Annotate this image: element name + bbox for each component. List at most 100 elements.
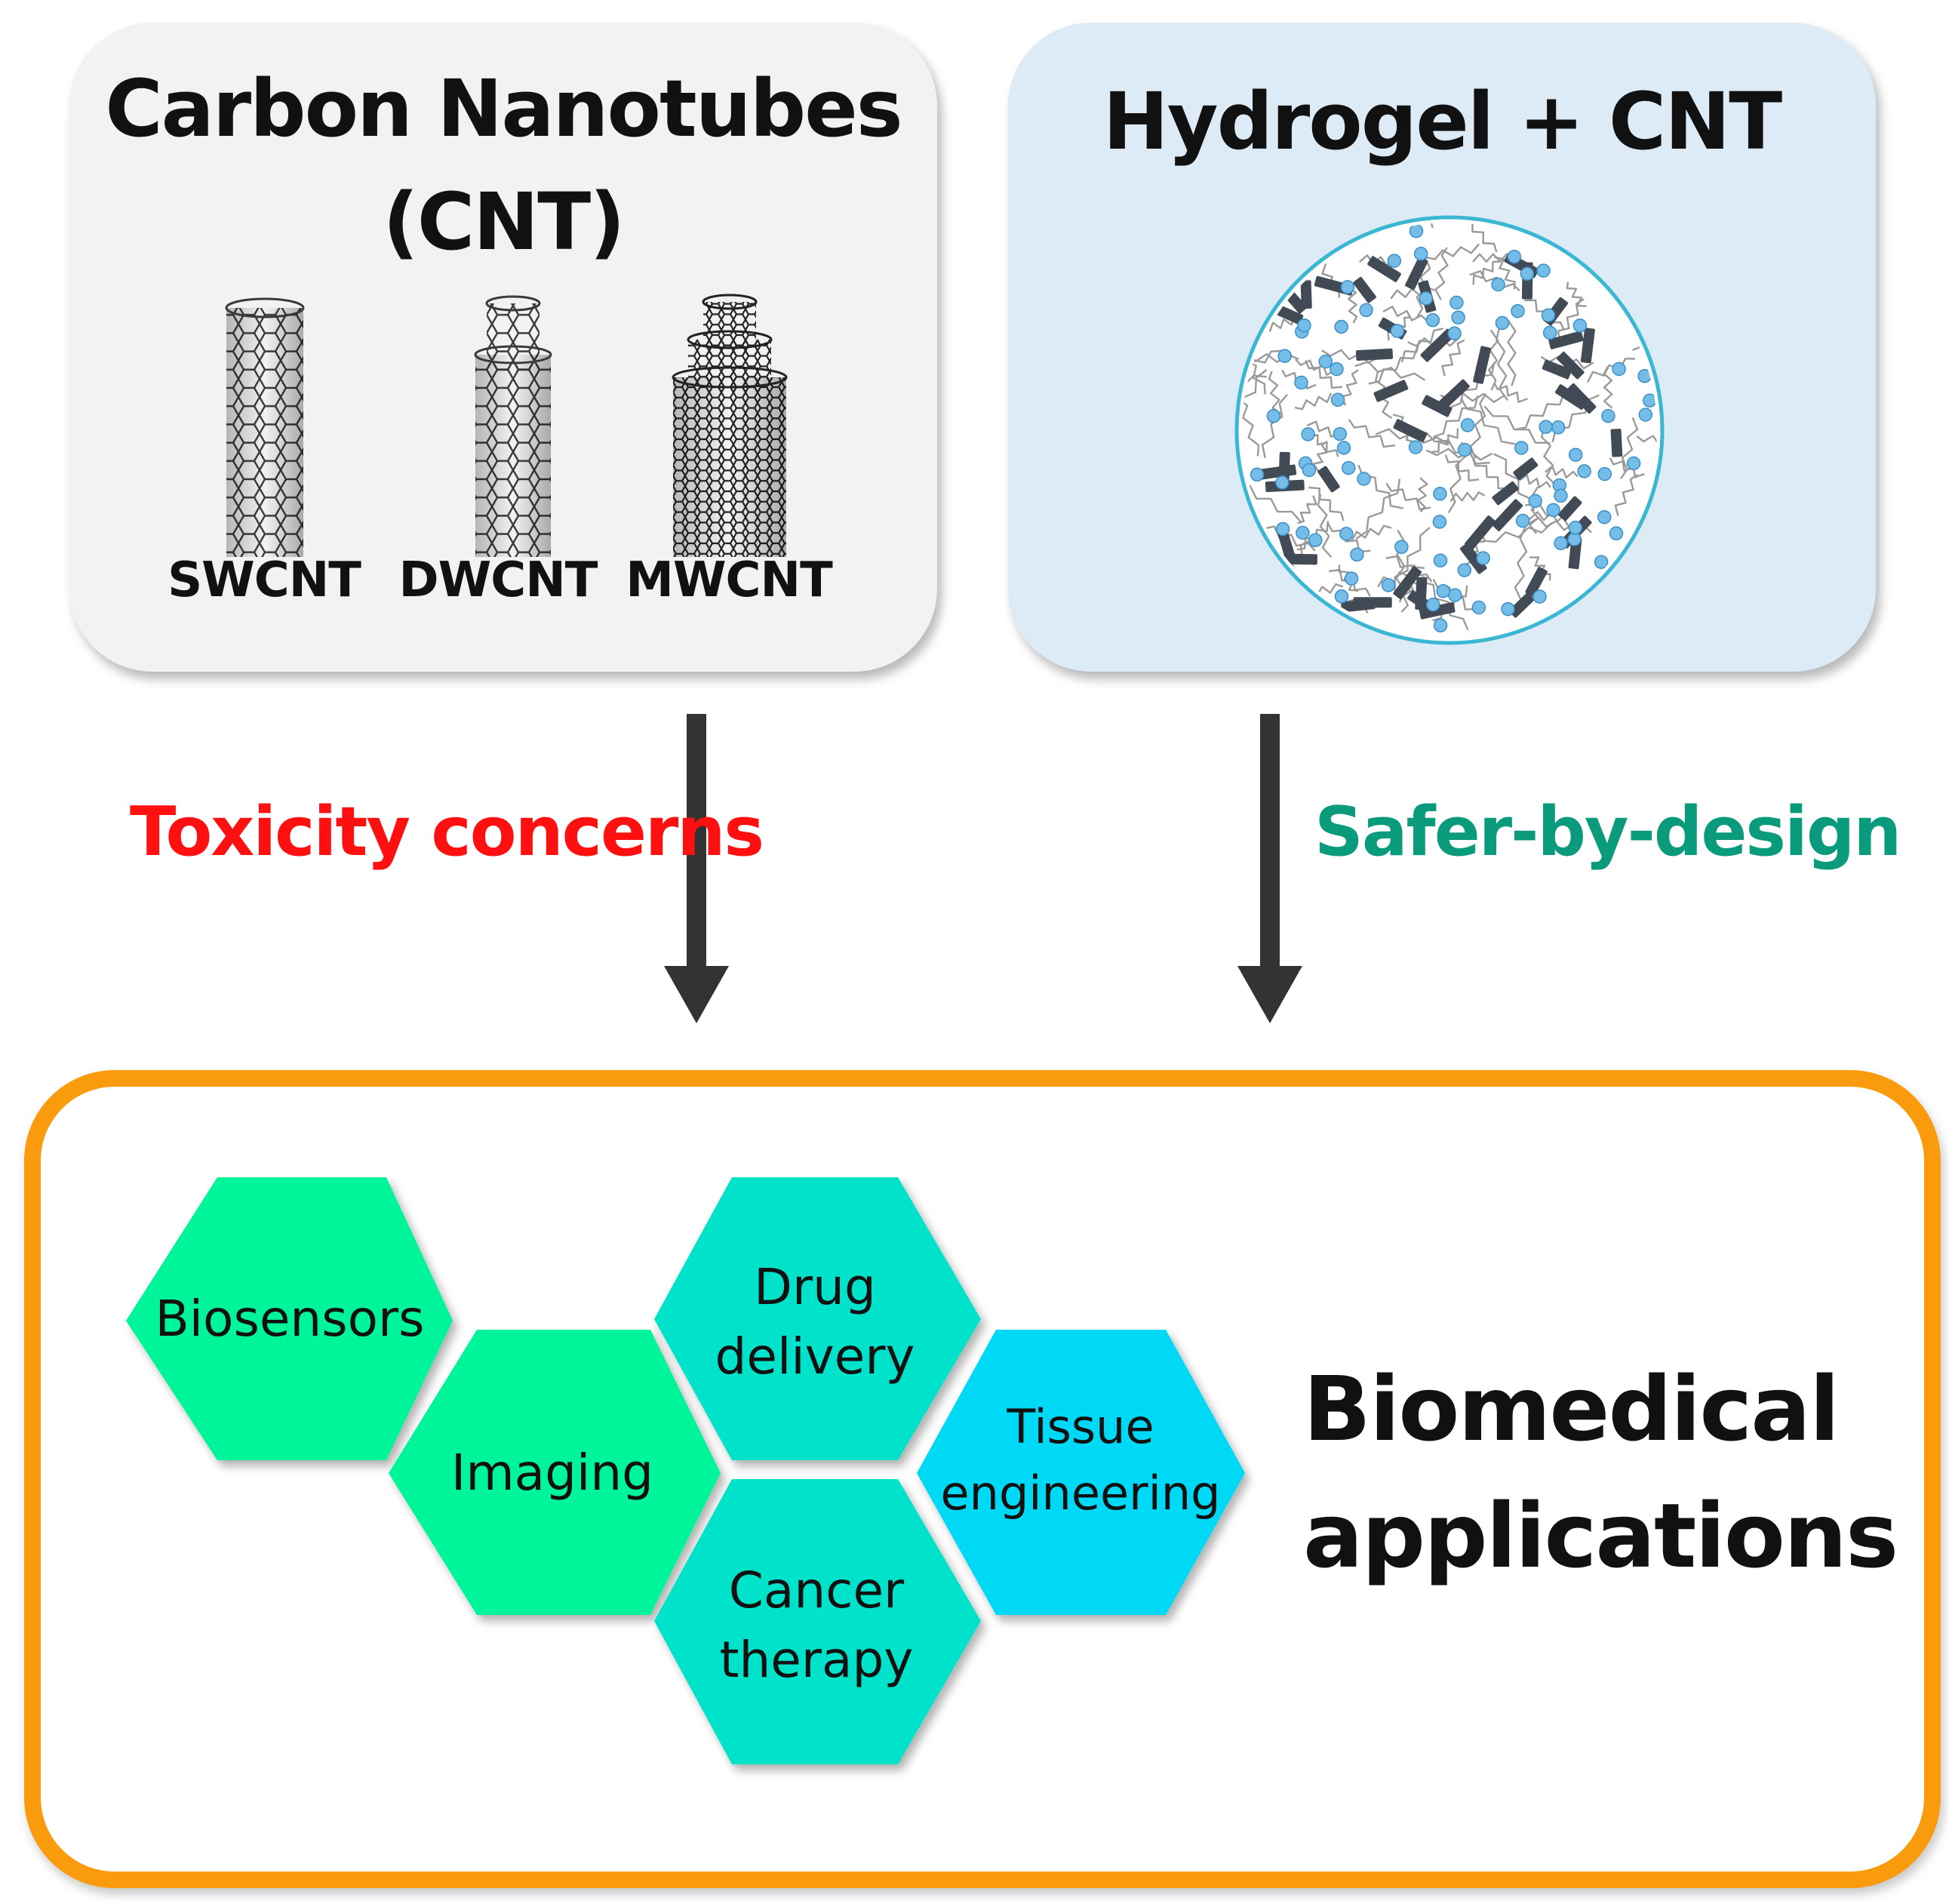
cnt-rod [1580, 328, 1595, 364]
cnt-illustrations [225, 294, 788, 557]
cnt-rod [1473, 346, 1492, 384]
polymer-strand [1469, 270, 1520, 292]
cnt-rod [1437, 379, 1470, 411]
cnt-rod [1422, 395, 1453, 417]
polymer-strand [1472, 260, 1501, 285]
crosslink-dot [1339, 527, 1354, 541]
crosslink-dot [1471, 600, 1486, 615]
cnt-rod [1492, 499, 1523, 531]
hydrogel-panel: Hydrogel + CNT [1008, 23, 1876, 672]
polymer-strand [1483, 405, 1551, 444]
polymer-strand [1308, 486, 1345, 521]
crosslink-dot [1344, 571, 1359, 586]
cnt-rod [1300, 280, 1312, 309]
cnt-title-line1: Carbon Nanotubes [105, 63, 902, 155]
cnt-rod [1525, 567, 1548, 597]
crosslink-dot [1250, 467, 1265, 482]
crosslink-dot [1425, 312, 1440, 328]
crosslink-dot [1330, 392, 1345, 408]
dwcnt-tube-icon [474, 295, 552, 557]
crosslink-dot [1546, 503, 1560, 518]
crosslink-dot [1542, 325, 1557, 340]
crosslink-dot [1330, 361, 1344, 377]
crosslink-dot [1350, 547, 1364, 562]
crosslink-dot [1601, 408, 1615, 423]
crosslink-dot [1626, 456, 1641, 471]
crosslink-dot [1432, 515, 1447, 529]
crosslink-dot [1433, 487, 1447, 501]
polymer-strand [1441, 339, 1465, 377]
crosslink-dot [1507, 249, 1522, 264]
cnt-rod [1341, 598, 1376, 613]
polymer-strand [1419, 580, 1469, 631]
polymer-strand [1515, 392, 1565, 431]
hex-drug-delivery [654, 1177, 981, 1460]
polymer-strand [1636, 435, 1657, 450]
crosslink-dot [1638, 408, 1653, 422]
crosslink-dot [1476, 551, 1490, 565]
polymer-strand [1462, 223, 1498, 253]
drug-delivery-label: Drug delivery [715, 1258, 915, 1386]
cnt-rod [1353, 276, 1376, 303]
crosslink-dot [1425, 597, 1440, 612]
crosslink-dot [1594, 555, 1609, 569]
crosslink-dot [1336, 441, 1351, 455]
mwcnt-tube-icon [672, 294, 788, 557]
crosslink-dot [1568, 521, 1583, 535]
crosslink-dot [1334, 319, 1348, 334]
cnt-rod [1566, 383, 1597, 414]
swcnt-tube-icon [225, 297, 305, 557]
polymer-strand [1382, 306, 1428, 322]
cnt-rod [1548, 331, 1584, 349]
crosslink-dot [1568, 448, 1583, 462]
left-arrow-icon [664, 714, 729, 1023]
hex-biosensors [126, 1177, 453, 1460]
crosslink-dot [1390, 324, 1405, 338]
crosslink-dot [1275, 475, 1290, 490]
crosslink-dot [1381, 578, 1396, 592]
polymer-strand [1416, 477, 1428, 513]
polymer-strand [1394, 527, 1431, 592]
crosslink-dot [1387, 254, 1402, 268]
biomedical-title-line2: applications [1303, 1484, 1898, 1588]
biosensors-label: Biosensors [155, 1290, 425, 1348]
polymer-strand [1493, 256, 1516, 290]
polymer-strand [1312, 440, 1328, 472]
toxicity-concerns-label: Toxicity concerns [130, 792, 764, 872]
polymer-strand [1425, 448, 1493, 461]
polymer-strand [1242, 397, 1260, 457]
crosslink-dot [1419, 291, 1434, 306]
polymer-strand [1294, 358, 1337, 376]
polymer-strand [1493, 382, 1528, 403]
crosslink-dot [1501, 601, 1515, 617]
crosslink-dot [1394, 540, 1409, 554]
polymer-strand [1317, 494, 1333, 558]
cnt-rod [1367, 256, 1401, 282]
crosslink-dot [1491, 277, 1505, 292]
polymer-strand [1354, 361, 1426, 381]
cnt-rod [1610, 429, 1623, 457]
cnt-rod [1393, 419, 1428, 443]
polymer-strand [1308, 434, 1339, 457]
biomedical-title-line1: Biomedical [1303, 1357, 1840, 1461]
crosslink-dot [1266, 409, 1281, 423]
crosslink-dot [1294, 375, 1308, 390]
polymer-strand [1242, 484, 1302, 522]
crosslink-dot [1308, 533, 1323, 548]
polymer-strand [1449, 361, 1496, 408]
polymer-strand [1385, 555, 1433, 583]
hex-tissue-engineering [917, 1330, 1245, 1615]
polymer-strand [1294, 392, 1333, 411]
crosslink-dot [1528, 494, 1542, 509]
polymer-strand [1425, 243, 1480, 260]
crosslink-dot [1297, 318, 1311, 333]
cnt-rod [1542, 359, 1572, 380]
hex-imaging [389, 1330, 721, 1615]
crosslink-dot [1302, 463, 1317, 478]
crosslink-dot [1333, 426, 1348, 441]
crosslink-dot [1460, 418, 1475, 432]
polymer-strand [1523, 511, 1566, 522]
crosslink-dot [1554, 536, 1568, 551]
polymer-strand [1305, 360, 1343, 389]
